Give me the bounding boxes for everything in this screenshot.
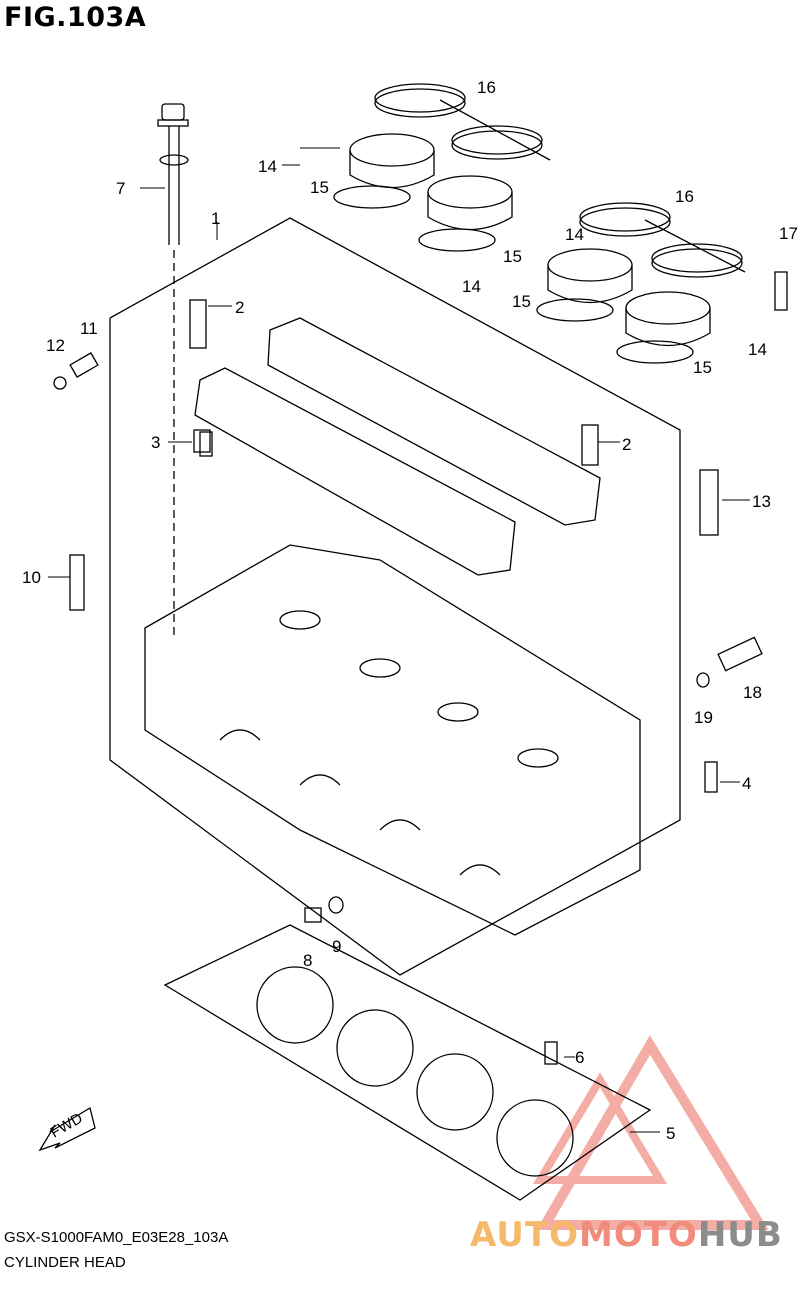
head-gasket (163, 924, 652, 1201)
callout-4: 4 (742, 774, 751, 793)
callout-1: 1 (211, 209, 220, 228)
camshaft-holders (189, 299, 601, 576)
callout-2a: 2 (235, 298, 244, 317)
watermark-auto: AUTO (470, 1215, 579, 1255)
watermark-text: AUTOMOTOHUB (470, 1215, 783, 1255)
callout-13: 13 (752, 492, 771, 511)
figure-code: GSX-S1000FAM0_E03E28_103A (4, 1229, 229, 1246)
callout-19: 19 (694, 708, 713, 727)
callout-5: 5 (666, 1124, 675, 1143)
callout-14a: 14 (258, 157, 277, 176)
callout-16a: 16 (477, 78, 496, 97)
callout-11: 11 (80, 319, 98, 338)
callout-17: 17 (779, 224, 798, 243)
long-bolt-7 (157, 103, 189, 640)
callout-12: 12 (46, 336, 65, 355)
callout-3: 3 (151, 433, 160, 452)
callout-labels: 1 2 2 3 4 5 6 7 8 9 10 11 12 13 14 14 14… (22, 78, 798, 1143)
callout-2b: 2 (622, 435, 631, 454)
small-parts (53, 271, 788, 1065)
callout-15c: 15 (512, 292, 531, 311)
callout-leaders (48, 147, 750, 1133)
callout-9: 9 (332, 937, 341, 956)
callout-10: 10 (22, 568, 41, 587)
cylinder-head-body (144, 544, 641, 936)
callout-6: 6 (575, 1048, 584, 1067)
callout-14c: 14 (462, 277, 481, 296)
callout-7: 7 (116, 179, 125, 198)
watermark-hub: HUB (697, 1215, 783, 1255)
watermark-logo (532, 1035, 769, 1230)
callout-18: 18 (743, 683, 762, 702)
fwd-arrow-icon (38, 1106, 96, 1152)
callout-15b: 15 (503, 247, 522, 266)
callout-8: 8 (303, 951, 312, 970)
cylinder-head-frame (109, 217, 681, 976)
callout-15a: 15 (310, 178, 329, 197)
callout-14b: 14 (565, 225, 584, 244)
figure-title: FIG.103A (4, 2, 147, 33)
figure-name: CYLINDER HEAD (4, 1254, 126, 1271)
callout-16b: 16 (675, 187, 694, 206)
callout-14d: 14 (748, 340, 767, 359)
watermark-moto: MOTO (578, 1215, 698, 1255)
intake-boots-group (333, 83, 746, 364)
callout-15d: 15 (693, 358, 712, 377)
